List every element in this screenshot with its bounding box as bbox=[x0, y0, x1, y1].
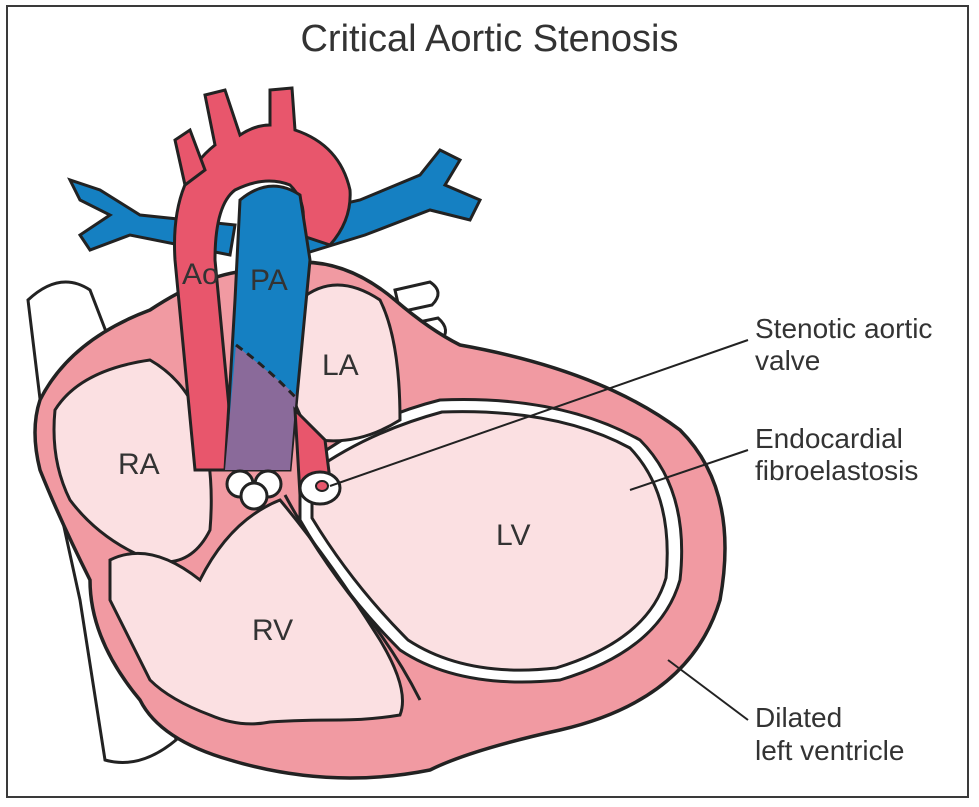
rv-cavity bbox=[108, 498, 404, 726]
callout-dilated-line1: Dilated bbox=[755, 702, 842, 733]
aorta bbox=[173, 86, 352, 472]
ao-pa-overlap bbox=[225, 345, 296, 470]
septum bbox=[283, 494, 422, 701]
label-la: LA bbox=[322, 349, 359, 382]
callout-valve-line2: valve bbox=[755, 345, 820, 376]
label-ao: Ao bbox=[182, 258, 219, 291]
ra-cavity bbox=[52, 358, 213, 564]
fibro-leader bbox=[629, 449, 749, 491]
pulmonary-vein-upper bbox=[393, 280, 440, 314]
dilated-leader bbox=[667, 659, 749, 721]
pulmonary-valve bbox=[225, 469, 283, 511]
callout-fibro-line1: Endocardial bbox=[755, 423, 903, 454]
label-lv: LV bbox=[496, 519, 530, 552]
aorta-branch-left bbox=[173, 127, 207, 188]
label-ra: RA bbox=[118, 448, 160, 481]
diagram-title: Critical Aortic Stenosis bbox=[300, 18, 679, 60]
valve-leader bbox=[329, 339, 749, 487]
stenotic-aortic-valve bbox=[298, 470, 342, 506]
ao-behind-dashed bbox=[235, 343, 300, 402]
label-rv: RV bbox=[252, 614, 293, 647]
label-pa: PA bbox=[250, 264, 288, 297]
callout-dilated-line2: left ventricle bbox=[755, 735, 904, 766]
callout-fibro-line2: fibroelastosis bbox=[755, 455, 918, 486]
lv-cavity bbox=[310, 410, 669, 672]
callout-valve-line1: Stenotic aortic bbox=[755, 313, 932, 344]
